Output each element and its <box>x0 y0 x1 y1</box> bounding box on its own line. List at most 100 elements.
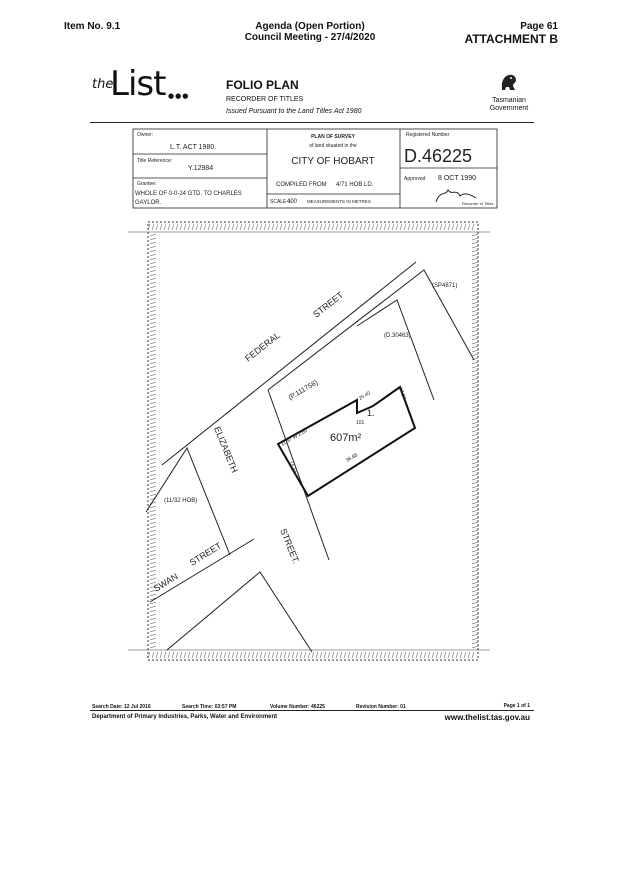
compiled-label: COMPILED FROM <box>276 182 327 188</box>
page-info: Page 61 ATTACHMENT B <box>464 21 558 45</box>
tick-right <box>471 485 479 489</box>
tick-left <box>149 537 157 541</box>
tick-left <box>149 313 157 317</box>
tick-right <box>471 357 479 361</box>
tick-bottom <box>375 651 379 659</box>
tick-left <box>149 409 157 413</box>
tick-top <box>319 223 323 231</box>
tick-left <box>149 397 157 401</box>
tick-top <box>467 223 471 231</box>
reg-number-label: Registered Number <box>406 132 450 138</box>
dim-bottom: 36.88 <box>345 452 359 464</box>
volume-number: Volume Number: 46225 <box>270 704 325 710</box>
tick-right <box>471 637 479 641</box>
tick-top <box>247 223 251 231</box>
owner-label: Owner: <box>137 132 153 138</box>
tick-right <box>471 301 479 305</box>
tick-left <box>149 357 157 361</box>
tick-top <box>299 223 303 231</box>
hob-ref: (11/32 HOB) <box>164 498 197 504</box>
tick-right <box>471 285 479 289</box>
tick-left <box>149 561 157 565</box>
tick-right <box>471 541 479 545</box>
tick-bottom <box>407 651 411 659</box>
tick-left <box>149 329 157 333</box>
tick-left <box>149 541 157 545</box>
tick-right <box>471 249 479 253</box>
tick-top <box>179 223 183 231</box>
tick-right <box>471 277 479 281</box>
tick-left <box>149 241 157 245</box>
tick-left <box>149 597 157 601</box>
revision-number: Revision Number: 01 <box>356 704 406 710</box>
tick-bottom <box>359 651 363 659</box>
tick-left <box>149 433 157 437</box>
tick-right <box>471 461 479 465</box>
tick-bottom <box>199 651 203 659</box>
tick-bottom <box>171 651 175 659</box>
tick-left <box>149 461 157 465</box>
tick-right <box>471 429 479 433</box>
street-elizabeth-2: STREET. <box>278 527 301 565</box>
tick-bottom <box>323 651 327 659</box>
tick-left <box>149 353 157 357</box>
tick-left <box>149 605 157 609</box>
tick-left <box>149 305 157 309</box>
tick-right <box>471 629 479 633</box>
tick-right <box>471 237 479 241</box>
tick-bottom <box>303 651 307 659</box>
tick-bottom <box>355 651 359 659</box>
tick-right <box>471 349 479 353</box>
tick-top <box>259 223 263 231</box>
tick-bottom <box>399 651 403 659</box>
p-ref: (P.111756) <box>288 379 320 401</box>
tick-top <box>451 223 455 231</box>
tick-left <box>149 309 157 313</box>
tick-bottom <box>443 651 447 659</box>
tick-right <box>471 633 479 637</box>
thelist-url[interactable]: www.thelist.tas.gov.au <box>444 713 530 722</box>
tick-right <box>471 261 479 265</box>
tick-right <box>471 245 479 249</box>
parcel-sp4871 <box>267 269 475 391</box>
federal-street-north-edge <box>161 261 417 466</box>
tasmanian-government-logo: Tasmanian Government <box>484 70 534 113</box>
tick-left <box>149 365 157 369</box>
tick-top <box>223 223 227 231</box>
tick-bottom <box>287 651 291 659</box>
tick-left <box>149 261 157 265</box>
grantee-value-2: GAYLOR. <box>135 200 162 206</box>
tick-bottom <box>343 651 347 659</box>
street-swan-2: STREET <box>188 540 224 568</box>
tick-right <box>471 449 479 453</box>
tick-top <box>383 223 387 231</box>
tick-left <box>149 521 157 525</box>
tick-right <box>471 593 479 597</box>
tick-right <box>471 269 479 273</box>
tick-right <box>471 453 479 457</box>
tick-top <box>235 223 239 231</box>
survey-label-2: of land situated in the <box>309 143 357 149</box>
tick-bottom <box>203 651 207 659</box>
tick-right <box>471 609 479 613</box>
tick-bottom <box>439 651 443 659</box>
tick-top <box>327 223 331 231</box>
lot-1-boundary <box>276 385 417 498</box>
tick-bottom <box>363 651 367 659</box>
tick-top <box>307 223 311 231</box>
tick-right <box>471 253 479 257</box>
tick-left <box>149 581 157 585</box>
tick-top <box>167 223 171 231</box>
tick-bottom <box>187 651 191 659</box>
tick-right <box>471 317 479 321</box>
tick-bottom <box>379 651 383 659</box>
tick-top <box>359 223 363 231</box>
tick-left <box>149 513 157 517</box>
tick-top <box>379 223 383 231</box>
tick-left <box>149 233 157 237</box>
approved-date: 8 OCT 1990 <box>438 175 476 182</box>
tick-top <box>399 223 403 231</box>
tick-bottom <box>155 651 159 659</box>
logo-dots: ●●● <box>168 92 190 100</box>
tick-top <box>311 223 315 231</box>
